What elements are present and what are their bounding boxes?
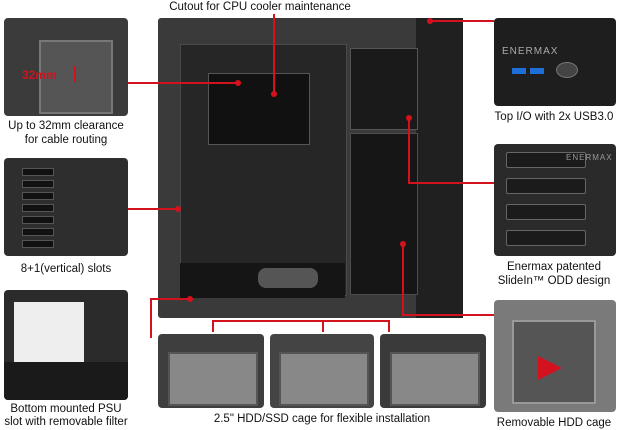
- cable-clearance-thumb: 32mm: [4, 18, 128, 116]
- slots-label: 8+1(vertical) slots: [20, 263, 112, 275]
- usb-port-icon: [530, 68, 544, 74]
- cable-bundle: [258, 268, 318, 288]
- usb-port-icon: [512, 68, 526, 74]
- cable-clearance-dot: [235, 80, 241, 86]
- cpu-cutout-label: Cutout for CPU cooler maintenance: [169, 1, 351, 13]
- cpu-cutout-dot: [271, 91, 277, 97]
- arrow-right-icon: [538, 356, 562, 380]
- ssd-leader-v3: [388, 320, 390, 332]
- ssd-cage-thumb-3: [380, 334, 486, 408]
- hdd-bay-area: [350, 133, 418, 295]
- cable-clearance-label-2: for cable routing: [24, 134, 108, 146]
- expansion-slots-thumb: [4, 158, 128, 256]
- psu-thumb: [4, 290, 128, 400]
- brand-top-text: ENERMAX: [502, 46, 559, 57]
- psu-label-2: slot with removable filter: [4, 416, 128, 428]
- cable-clearance-leader: [128, 82, 238, 84]
- ssd-leader-h: [212, 320, 388, 322]
- top-io-leader: [430, 20, 494, 22]
- slots-dot: [175, 206, 181, 212]
- hdd-cage-thumb: [494, 300, 616, 412]
- case-main-image: [158, 18, 463, 318]
- psu-dot: [187, 296, 193, 302]
- cable-clearance-label-1: Up to 32mm clearance: [8, 120, 124, 132]
- cpu-cutout-leader: [273, 14, 275, 94]
- odd-label-2: SlideIn™ ODD design: [497, 275, 611, 287]
- hdd-cage-label: Removable HDD cage: [496, 417, 612, 429]
- ssd-cage-thumb-1: [158, 334, 264, 408]
- slots-leader: [128, 208, 178, 210]
- psu-label-1: Bottom mounted PSU: [10, 403, 122, 415]
- case-front-bezel: [416, 18, 463, 318]
- odd-leader-v: [408, 118, 410, 182]
- ssd-leader-v2: [322, 320, 324, 332]
- ssd-cage-thumb-2: [270, 334, 374, 408]
- psu-leader-v: [150, 298, 152, 338]
- brand-bay-text: ENERMAX: [566, 153, 613, 162]
- clearance-arrow-icon: [74, 66, 76, 82]
- psu-leader-h: [150, 298, 190, 300]
- ssd-leader-v1: [212, 320, 214, 332]
- top-io-dot: [427, 18, 433, 24]
- top-io-label: Top I/O with 2x USB3.0: [494, 111, 614, 123]
- odd-thumb: ENERMAX: [494, 144, 616, 256]
- hdd-dot: [400, 241, 406, 247]
- hdd-leader-h: [402, 314, 494, 316]
- odd-leader-h: [408, 182, 494, 184]
- power-button-icon: [556, 62, 578, 78]
- cpu-cutout: [208, 73, 310, 145]
- top-io-thumb: ENERMAX: [494, 18, 616, 106]
- odd-label-1: Enermax patented: [507, 261, 601, 273]
- hdd-leader-v: [402, 244, 404, 314]
- odd-dot: [406, 115, 412, 121]
- ssd-cage-label: 2.5" HDD/SSD cage for flexible installat…: [213, 413, 431, 425]
- clearance-measure-text: 32mm: [22, 68, 57, 82]
